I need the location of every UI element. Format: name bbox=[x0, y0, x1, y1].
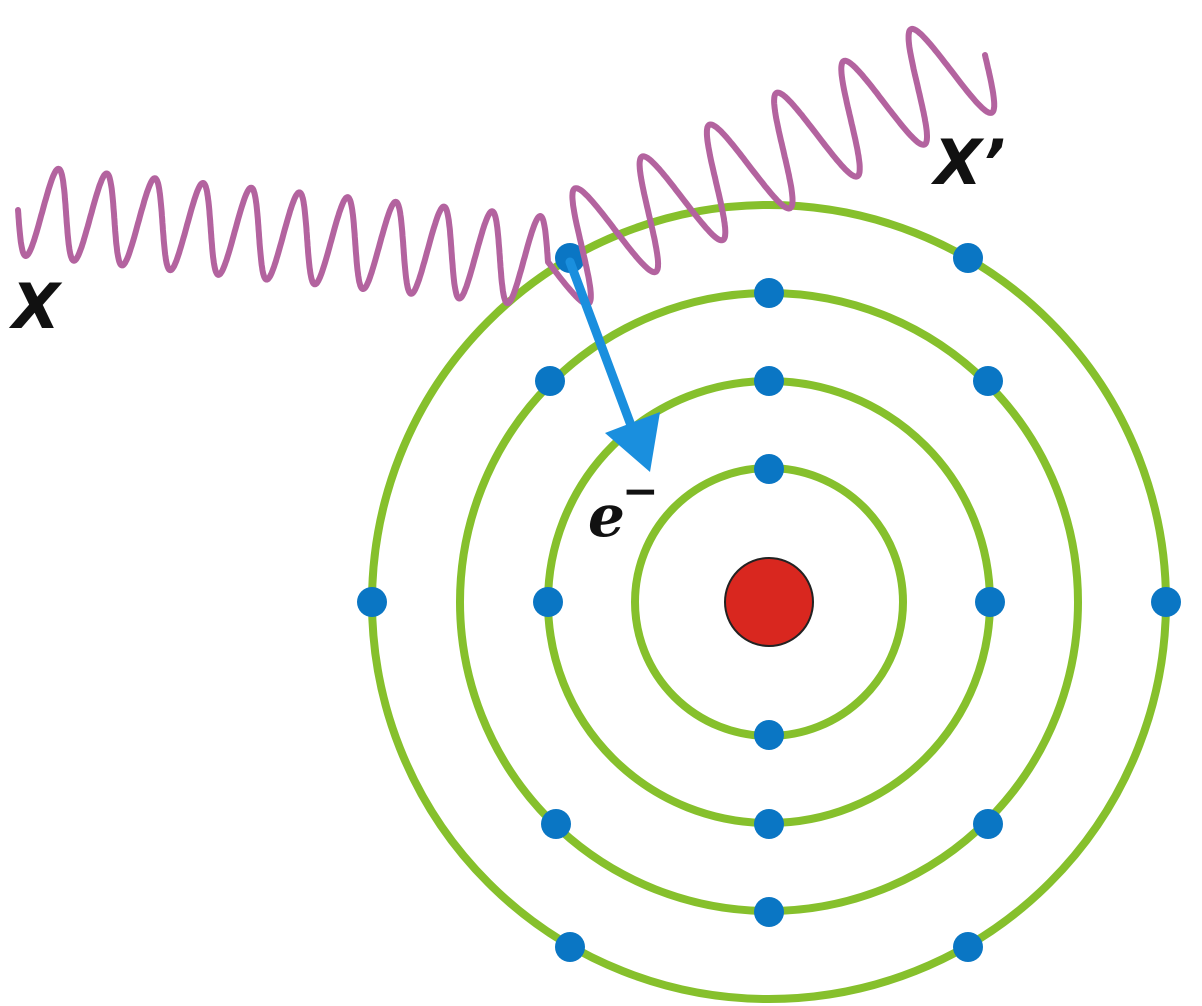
incident-photon-label: X bbox=[8, 270, 63, 343]
electron-dot bbox=[754, 366, 784, 396]
electron-dot bbox=[975, 587, 1005, 617]
electron-dot bbox=[1151, 587, 1181, 617]
electron-dot bbox=[754, 278, 784, 308]
electron-dot bbox=[754, 454, 784, 484]
nucleus bbox=[724, 557, 814, 647]
electron-dot bbox=[535, 366, 565, 396]
arrow-shaft bbox=[565, 257, 637, 433]
electron-dot bbox=[541, 809, 571, 839]
electron-dot bbox=[953, 243, 983, 273]
scattered-photon-label: X’ bbox=[930, 126, 1005, 199]
electron-dot bbox=[754, 897, 784, 927]
electron-charge-label: − bbox=[622, 466, 659, 517]
electron-dot bbox=[555, 932, 585, 962]
electron-dot bbox=[973, 809, 1003, 839]
recoil-electron-arrow bbox=[565, 257, 660, 472]
electrons bbox=[357, 243, 1181, 962]
photon-wave bbox=[15, 25, 998, 307]
electron-dot bbox=[953, 932, 983, 962]
electron-dot bbox=[754, 809, 784, 839]
arrowhead-icon bbox=[605, 412, 660, 472]
electron-dot bbox=[533, 587, 563, 617]
electron-dot bbox=[754, 720, 784, 750]
electron-label: e bbox=[588, 482, 625, 550]
electron-dot bbox=[357, 587, 387, 617]
electron-dot bbox=[973, 366, 1003, 396]
